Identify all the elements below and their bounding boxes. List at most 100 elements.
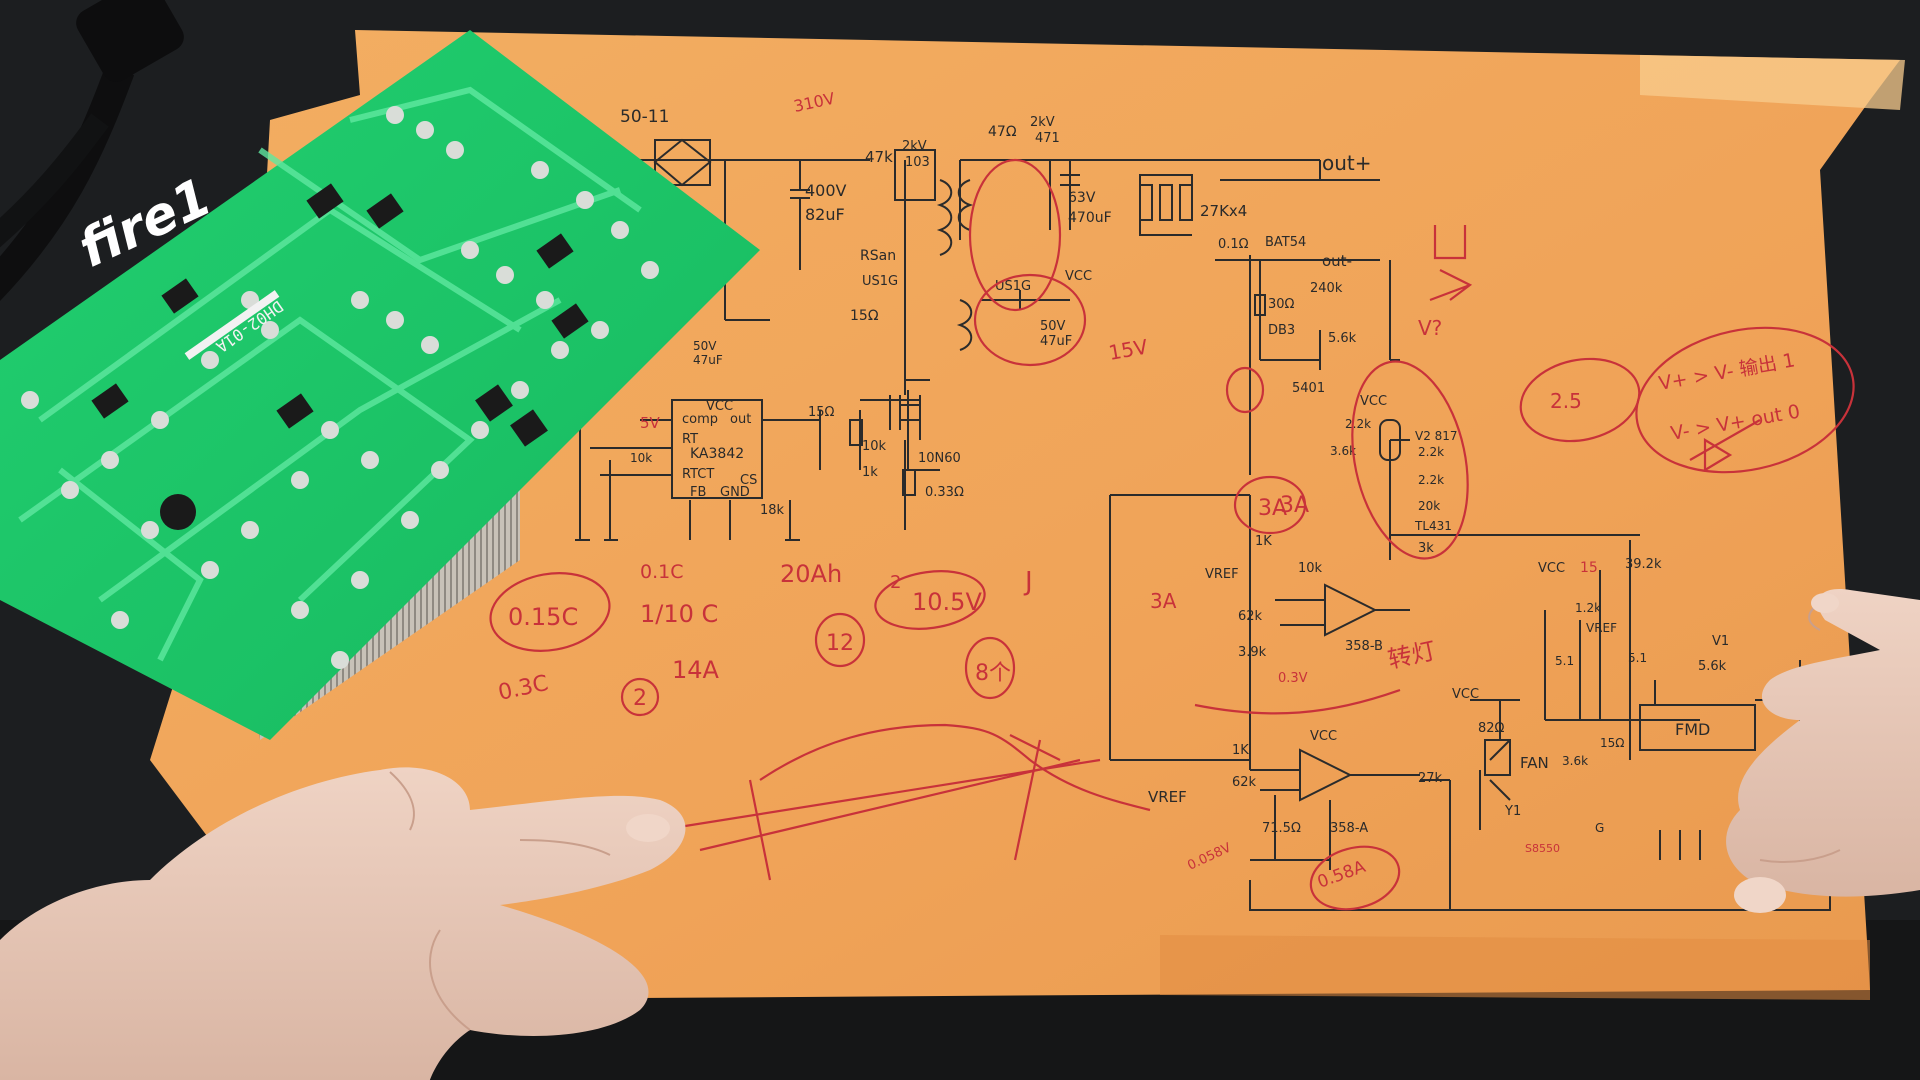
label-103: 103 — [905, 155, 930, 170]
label-5-6k: 5.6k — [1328, 331, 1357, 346]
label-5401: 5401 — [1292, 381, 1325, 396]
power-cable — [0, 0, 184, 301]
label-1-2k: 1.2k — [1575, 601, 1601, 615]
label-0-3v: 0.3V — [1278, 671, 1308, 686]
pcb-pads — [21, 106, 659, 669]
label-27k: 27k — [1418, 771, 1443, 786]
label-27kx4: 27Kx4 — [1200, 202, 1247, 220]
label-71-5: 71.5Ω — [1262, 821, 1301, 836]
left-hand — [0, 767, 686, 1080]
schematic-labels: 50-11 310V 400V 82uF 47k 2kV 103 47Ω 2kV… — [620, 89, 1806, 893]
label-us1g-a: US1G — [862, 274, 898, 289]
fmd-box — [1639, 704, 1756, 751]
label-fan: FAN — [1520, 754, 1549, 772]
label-62k-b: 62k — [1232, 775, 1257, 790]
label-y1: Y1 — [1504, 804, 1521, 819]
label-033ohm: 0.33Ω — [925, 485, 964, 500]
note-2: 2 — [890, 572, 901, 593]
note-01c: 0.1C — [640, 561, 683, 583]
label-3-9k: 3.9k — [1238, 645, 1267, 660]
note-circle-12: 12 — [826, 631, 854, 656]
note-circle-2: 2 — [633, 686, 647, 711]
pcb-ics — [91, 183, 589, 530]
label-3-6k-b: 3.6k — [1562, 754, 1588, 768]
label-817: V2 817 — [1415, 429, 1458, 443]
note-j: J — [1023, 567, 1033, 597]
note-circle-8: 8个 — [975, 661, 1011, 686]
note-1-10c: 1/10 C — [640, 600, 718, 628]
label-ic-gnd: GND — [720, 485, 750, 500]
label-400v: 400V — [805, 181, 847, 200]
note-10-5v: 10.5V — [912, 588, 982, 616]
label-vref-3: VREF — [1148, 788, 1187, 806]
label-15ohm-c: 15Ω — [1600, 736, 1624, 750]
label-5v: 5V — [640, 414, 661, 432]
label-1k: 1k — [862, 465, 878, 480]
label-18k: 18k — [760, 503, 785, 518]
label-2-2k-a: 2.2k — [1345, 417, 1371, 431]
label-240k: 240k — [1310, 281, 1343, 296]
label-63v: 63V — [1068, 190, 1096, 206]
label-ic-fb: FB — [690, 485, 706, 500]
label-358a: 358-A — [1330, 821, 1368, 836]
label-1k-b: 1K — [1255, 534, 1272, 549]
schematic-drawing — [575, 138, 1860, 911]
label-82ohm: 82Ω — [1478, 721, 1505, 736]
label-15ohm-b: 15Ω — [808, 405, 835, 420]
label-20k: 20k — [1418, 499, 1440, 513]
label-2-2k-c: 2.2k — [1418, 473, 1444, 487]
label-10n60: 10N60 — [918, 451, 961, 466]
label-led-g: G — [1595, 821, 1604, 835]
label-ic-rt: RT — [682, 432, 698, 447]
label-v-q: V? — [1418, 316, 1442, 340]
label-vcc-1: VCC — [1065, 269, 1092, 284]
label-fuse: 50-11 — [620, 107, 669, 127]
note-3a: 3A — [1258, 496, 1287, 521]
label-ka3842: KA3842 — [690, 446, 744, 462]
note-015c: 0.15C — [508, 603, 578, 631]
label-5-1-b: 5.1 — [1555, 654, 1574, 668]
label-1k-d: 1K — [1232, 743, 1249, 758]
label-ic-rtct: RTCT — [682, 467, 714, 482]
label-vcc-5: VCC — [1310, 729, 1337, 744]
label-tl431: TL431 — [1414, 519, 1452, 533]
label-bat54: BAT54 — [1265, 235, 1306, 250]
label-3a-b: 3A — [1150, 589, 1177, 613]
label-15ohm-a: 15Ω — [850, 308, 879, 324]
label-47uf: 47uF — [1040, 334, 1072, 349]
label-vcc-4: VCC — [1452, 687, 1479, 702]
label-vcc-2: VCC — [1360, 394, 1387, 409]
label-3k: 3k — [1418, 541, 1434, 556]
label-358b: 358-B — [1345, 639, 1383, 654]
label-3-6k: 3.6k — [1330, 444, 1356, 458]
label-2-2k-b: 2.2k — [1418, 445, 1444, 459]
label-s8550: S8550 — [1525, 842, 1560, 855]
label-47uf-b: 47uF — [693, 353, 723, 367]
label-2kv: 2kV — [902, 139, 927, 154]
label-rsan: RSan — [860, 248, 896, 264]
label-vref-1: VREF — [1586, 621, 1617, 635]
note-2-5: 2.5 — [1550, 389, 1582, 413]
label-10k: 10k — [862, 439, 887, 454]
label-2kv-b: 2kV — [1030, 115, 1055, 130]
label-ic-vcc: VCC — [706, 399, 733, 414]
label-ic-cs: CS — [740, 473, 757, 488]
note-14a: 14A — [672, 656, 720, 684]
label-82uf: 82uF — [805, 205, 845, 224]
label-62k: 62k — [1238, 609, 1263, 624]
label-db3: DB3 — [1268, 323, 1295, 338]
label-out-minus: out- — [1322, 252, 1352, 270]
label-471: 471 — [1035, 131, 1060, 146]
label-ic-out: out — [730, 412, 751, 427]
label-10k-c: 10k — [1298, 561, 1323, 576]
label-39-2k: 39.2k — [1625, 557, 1662, 572]
label-ic-comp: comp — [682, 412, 718, 427]
label-vref-2: VREF — [1205, 567, 1239, 582]
label-470uf: 470uF — [1068, 210, 1112, 226]
label-us1g-b: US1G — [995, 279, 1031, 294]
label-30ohm: 30Ω — [1268, 297, 1295, 312]
right-hand — [1726, 589, 1920, 913]
label-15: 15 — [1580, 560, 1598, 576]
